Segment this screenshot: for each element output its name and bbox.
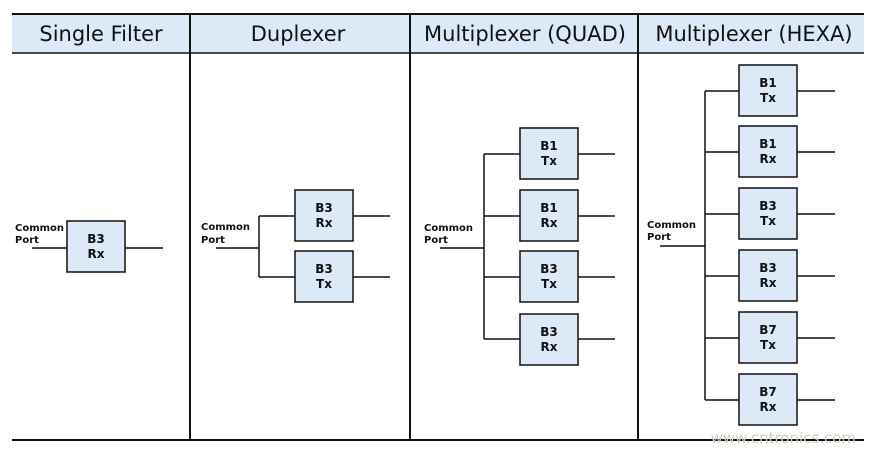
common-port-label: Port xyxy=(15,235,39,246)
header-background xyxy=(12,14,864,53)
filter-band-label: B3 xyxy=(540,325,558,339)
filter-direction-label: Rx xyxy=(760,400,777,414)
filter-direction-label: Rx xyxy=(316,216,333,230)
filter-direction-label: Tx xyxy=(760,338,776,352)
column-title-hexa: Multiplexer (HEXA) xyxy=(655,22,852,46)
filter-band-label: B3 xyxy=(315,262,333,276)
common-port-label: Common xyxy=(647,220,696,231)
common-port-label: Port xyxy=(424,235,448,246)
column-title-single-filter: Single Filter xyxy=(39,22,163,46)
filter-direction-label: Rx xyxy=(760,152,777,166)
hexa-multiplexer-schematic: Common Port B1 Tx B1 Rx B3 Tx B3 Rx B7 T… xyxy=(647,64,835,426)
filter-direction-label: Rx xyxy=(541,216,558,230)
single-filter-schematic: Common Port B3 Rx xyxy=(15,220,163,273)
common-port-label: Common xyxy=(201,222,250,233)
filter-band-label: B1 xyxy=(540,201,558,215)
watermark-text: www.cntronics.com xyxy=(711,429,856,447)
filter-band-label: B7 xyxy=(759,323,777,337)
filter-band-label: B3 xyxy=(759,199,777,213)
filter-box xyxy=(519,250,579,303)
filter-direction-label: Tx xyxy=(541,277,557,291)
filter-box xyxy=(519,313,579,366)
filter-box xyxy=(738,249,798,302)
filter-band-label: B3 xyxy=(759,261,777,275)
common-port-label: Port xyxy=(647,232,671,243)
filter-band-label: B1 xyxy=(759,137,777,151)
filter-direction-label: Tx xyxy=(760,214,776,228)
common-port-label: Common xyxy=(15,223,64,234)
column-title-duplexer: Duplexer xyxy=(251,22,346,46)
filter-direction-label: Tx xyxy=(760,91,776,105)
filter-band-label: B3 xyxy=(540,262,558,276)
filter-direction-label: Tx xyxy=(316,277,332,291)
column-title-quad: Multiplexer (QUAD) xyxy=(424,22,626,46)
filter-band-label: B3 xyxy=(315,201,333,215)
filter-direction-label: Rx xyxy=(541,340,558,354)
filter-direction-label: Rx xyxy=(760,276,777,290)
common-port-label: Port xyxy=(201,235,225,246)
filter-box xyxy=(738,311,798,364)
quad-multiplexer-schematic: Common Port B1 Tx B1 Rx B3 Tx B3 Rx xyxy=(424,127,615,366)
filter-direction-label: Tx xyxy=(541,154,557,168)
filter-box xyxy=(66,220,126,273)
duplexer-schematic: Common Port B3 Rx B3 Tx xyxy=(201,189,390,303)
filter-box xyxy=(294,250,354,303)
filter-band-label: B1 xyxy=(540,139,558,153)
filter-direction-label: Rx xyxy=(88,247,105,261)
filter-band-label: B7 xyxy=(759,385,777,399)
filter-box xyxy=(738,187,798,240)
common-port-label: Common xyxy=(424,223,473,234)
filter-band-label: B1 xyxy=(759,76,777,90)
filter-band-label: B3 xyxy=(87,232,105,246)
filter-box xyxy=(738,64,798,117)
